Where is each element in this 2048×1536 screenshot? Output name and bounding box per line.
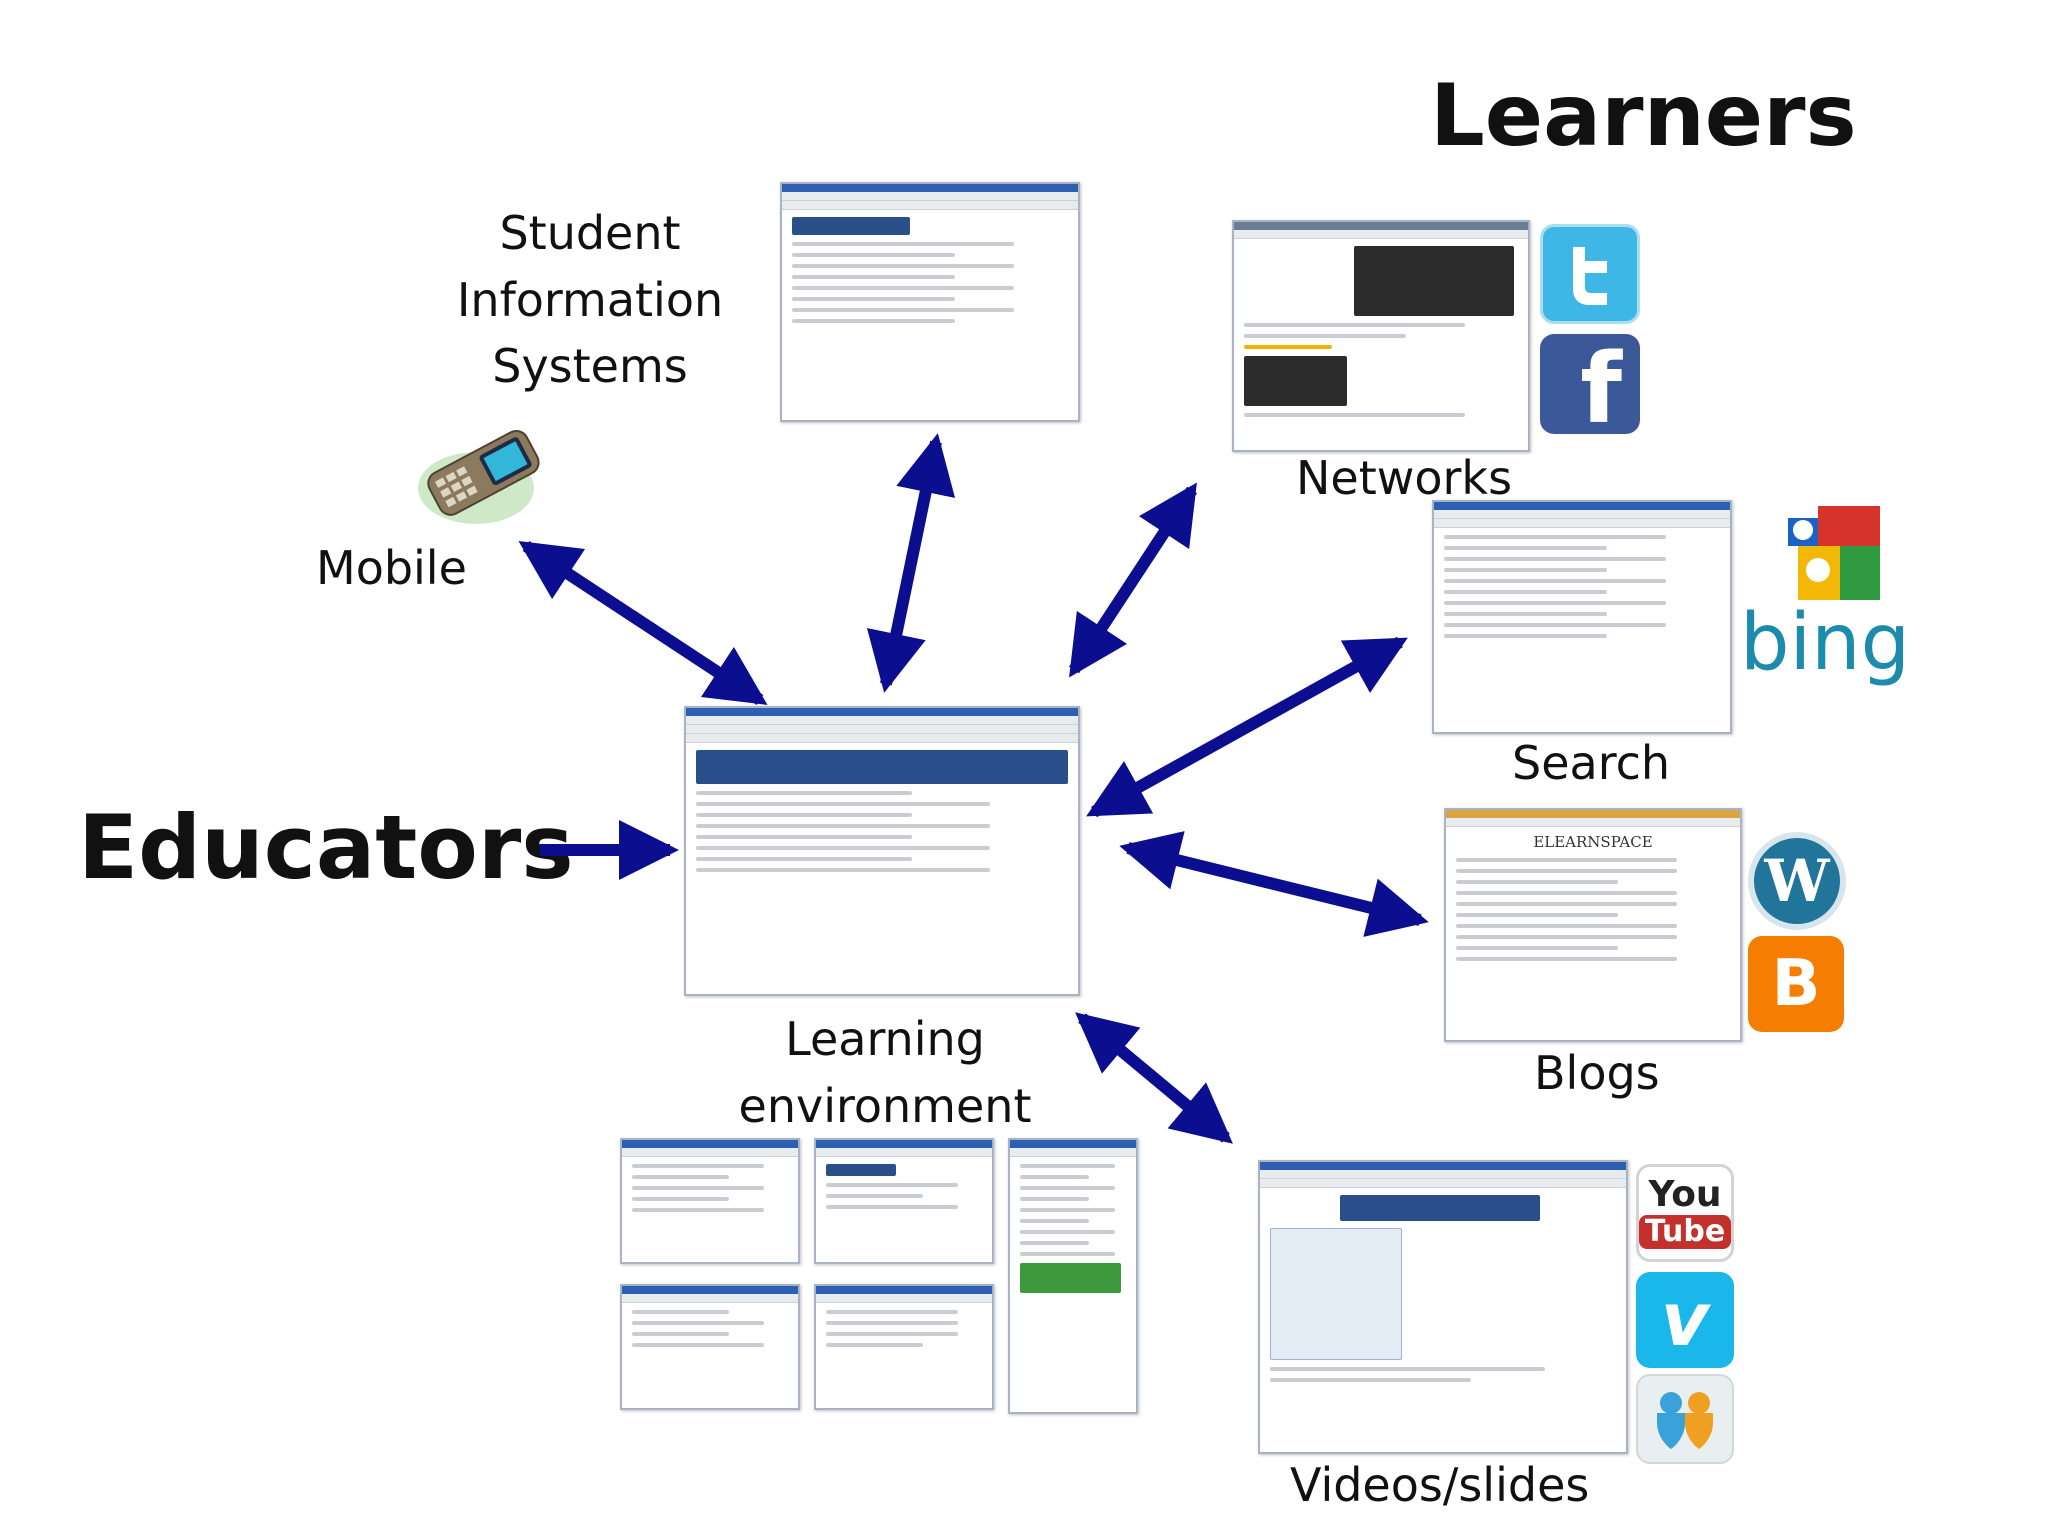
wordpress-icon: W (1748, 832, 1846, 930)
slideshare-icon (1636, 1374, 1734, 1464)
arrow-blogs (1119, 831, 1429, 937)
small-screenshot-2 (814, 1138, 994, 1264)
videos-slides-screenshot (1258, 1160, 1628, 1454)
student-information-systems-screenshot (780, 182, 1080, 422)
student-information-systems-label: Student Information Systems (440, 200, 740, 400)
search-screenshot (1432, 500, 1732, 734)
sis-line-1: Student (499, 206, 681, 260)
learning-environment-screenshot (684, 706, 1080, 996)
small-screenshot-4 (620, 1284, 800, 1410)
blogs-label: Blogs (1534, 1046, 1660, 1100)
small-screenshot-1 (620, 1138, 800, 1264)
vimeo-icon: v (1636, 1272, 1734, 1368)
sis-line-3: Systems (492, 339, 688, 394)
bing-icon: bing (1740, 598, 1911, 688)
videos-slides-label: Videos/slides (1290, 1458, 1590, 1512)
search-label: Search (1512, 736, 1671, 790)
learning-line-1: Learning (785, 1012, 985, 1066)
youtube-tube-text: Tube (1639, 1215, 1731, 1249)
blogs-screenshot: ELEARNSPACE (1444, 808, 1742, 1042)
blog-header-text: ELEARNSPACE (1533, 833, 1653, 851)
arrow-videos (1075, 1012, 1233, 1144)
twitter-icon (1540, 224, 1640, 324)
blogger-letter: B (1771, 947, 1821, 1021)
mobile-label: Mobile (316, 541, 467, 595)
networks-label: Networks (1296, 451, 1513, 505)
sis-line-2: Information (456, 272, 724, 327)
educators-title: Educators (78, 796, 574, 899)
arrow-networks (1068, 482, 1198, 678)
google-icon (1788, 506, 1880, 600)
arrow-sis (866, 433, 956, 693)
small-screenshot-5 (814, 1284, 994, 1410)
youtube-you-text: You (1648, 1174, 1722, 1215)
networks-screenshot (1232, 220, 1530, 452)
arrow-search (1086, 636, 1408, 818)
wordpress-letter: W (1764, 847, 1830, 915)
arrow-mobile (518, 540, 768, 706)
learning-line-2: environment (738, 1078, 1032, 1133)
vimeo-letter: v (1660, 1277, 1710, 1363)
youtube-icon: You Tube (1636, 1164, 1734, 1262)
small-screenshot-3 (1008, 1138, 1138, 1414)
mobile-phone-icon (410, 422, 550, 532)
learners-title: Learners (1430, 66, 1857, 166)
learning-environment-label: Learning environment (720, 1006, 1050, 1139)
blogger-icon: B (1748, 936, 1844, 1032)
facebook-letter: f (1580, 334, 1622, 434)
facebook-icon: f (1540, 334, 1640, 434)
